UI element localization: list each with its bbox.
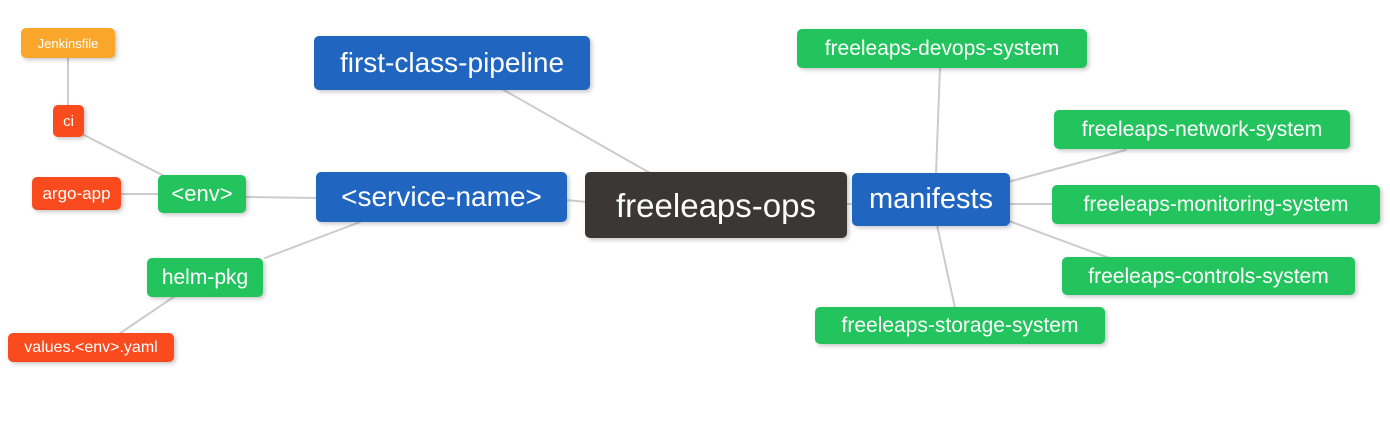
edge-env-to-service-name xyxy=(243,196,319,199)
node-jenkinsfile[interactable]: Jenkinsfile xyxy=(21,28,115,58)
edge-first-class-pipeline-to-freeleaps-ops xyxy=(501,88,651,174)
node-freeleaps-storage-system[interactable]: freeleaps-storage-system xyxy=(815,307,1105,344)
node-helm-pkg[interactable]: helm-pkg xyxy=(147,258,263,297)
node-freeleaps-ops[interactable]: freeleaps-ops xyxy=(585,172,847,238)
node-freeleaps-network-system[interactable]: freeleaps-network-system xyxy=(1054,110,1350,149)
edge-service-name-to-helm-pkg xyxy=(264,221,361,259)
edge-helm-pkg-to-values-env-yaml xyxy=(118,295,176,335)
node-manifests[interactable]: manifests xyxy=(852,173,1010,226)
node-freeleaps-controls-system[interactable]: freeleaps-controls-system xyxy=(1062,257,1355,295)
node-freeleaps-devops-system[interactable]: freeleaps-devops-system xyxy=(797,29,1087,68)
node-env[interactable]: <env> xyxy=(158,175,246,213)
edge-ci-to-env xyxy=(81,133,169,179)
edge-service-name-to-freeleaps-ops xyxy=(564,199,588,203)
edge-manifests-to-freeleaps-network-system xyxy=(1007,149,1127,183)
edge-manifests-to-freeleaps-devops-system xyxy=(935,66,941,175)
node-argo-app[interactable]: argo-app xyxy=(32,177,121,210)
node-ci[interactable]: ci xyxy=(53,105,84,137)
node-service-name[interactable]: <service-name> xyxy=(316,172,567,222)
node-freeleaps-monitoring-system[interactable]: freeleaps-monitoring-system xyxy=(1052,185,1380,224)
edge-manifests-to-freeleaps-storage-system xyxy=(936,224,956,309)
node-first-class-pipeline[interactable]: first-class-pipeline xyxy=(314,36,590,90)
edge-manifests-to-freeleaps-controls-system xyxy=(1008,220,1113,260)
node-values-env-yaml[interactable]: values.<env>.yaml xyxy=(8,333,174,362)
